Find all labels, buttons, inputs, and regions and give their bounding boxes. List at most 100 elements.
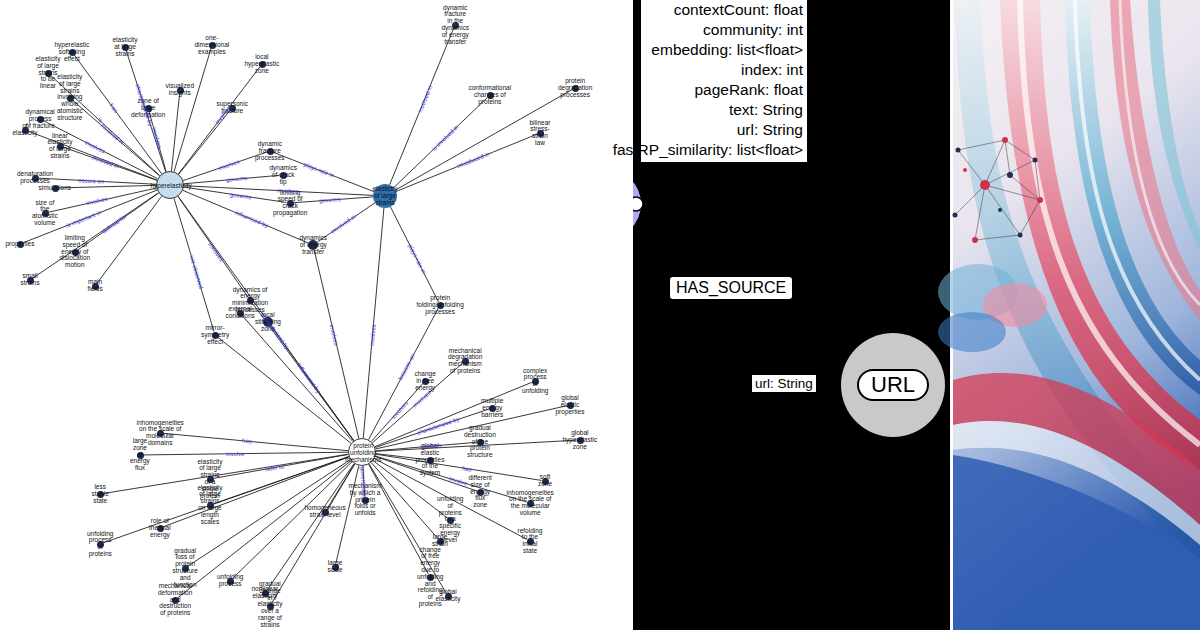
node-label: elasticity at large strains <box>113 37 138 57</box>
concept-node: bilinear stress-strain law <box>537 130 544 137</box>
property-line: community: int <box>703 20 803 40</box>
edge-label: involves <box>208 241 225 262</box>
concept-node: simulations <box>52 185 59 192</box>
node-label: large zone of energy flux <box>130 438 150 472</box>
concept-node: size of the atomistic volume <box>42 210 49 217</box>
concept-node: dynamic fracture in the dynamics of ener… <box>452 22 459 29</box>
relationship-label: HAS_SOURCE <box>670 277 792 299</box>
graph-edge <box>369 308 439 440</box>
concept-node: elasticity of large strains of a single … <box>207 476 214 483</box>
edge-label: introduced in <box>457 151 491 169</box>
concept-node: gradual destruction of the protein struc… <box>477 439 484 446</box>
concept-node: different size of energy flux zone <box>477 489 484 496</box>
concept-node: hyperelastic softening effect <box>69 49 76 56</box>
concept-node: linear elasticity of large strains <box>57 143 64 150</box>
concept-node: mechanical deformation and destruction o… <box>172 597 179 604</box>
concept-node: gradual loss of protein structure and fu… <box>182 565 189 572</box>
concept-node: conformational changes of proteins <box>487 92 494 99</box>
concept-node: mechanical degradation mechanism of prot… <box>462 358 469 365</box>
node-label: hyperelasticity <box>151 183 192 190</box>
edge-label: involves <box>329 323 340 345</box>
node-caption: URL <box>857 369 929 401</box>
edge-label: influenced by <box>235 210 270 229</box>
concept-node: limiting speed of crack propagation <box>287 200 294 207</box>
concept-node: refolding to the initial state <box>527 538 534 545</box>
network-link <box>1010 175 1040 200</box>
node-label: protein unfolding mechanisms <box>345 443 381 463</box>
node-label: change in free energy <box>415 371 436 391</box>
concept-node: global elastic properties <box>567 402 574 409</box>
graph-edge <box>363 208 384 438</box>
concept-node: properties <box>17 241 24 248</box>
concept-node: small strains <box>27 277 34 284</box>
node-label: global elasticity <box>436 589 461 603</box>
node-label: unfolding process of proteins <box>87 531 113 558</box>
node-label: mechanical degradation mechanism of prot… <box>448 348 482 375</box>
graph-edge <box>33 193 159 278</box>
graph-edge <box>390 207 438 302</box>
concept-node: one-dimensional examples <box>209 42 216 49</box>
concept-node: change in free energy <box>422 378 429 385</box>
node-label: soft zone <box>538 474 552 488</box>
edge-label: influenced by <box>296 362 322 394</box>
node-label: main fields <box>88 279 103 293</box>
concept-node: gradual change in elasticity over a rang… <box>267 603 274 610</box>
concept-node: dynamics of crack tip <box>280 172 287 179</box>
property-line: fastRP_similarity: list<float> <box>613 140 803 160</box>
property-label: url: String <box>752 375 816 392</box>
concept-node: unfolding process <box>227 578 234 585</box>
node-label: linear elasticity of large strains <box>48 133 73 160</box>
node-label: bilinear stress-strain law <box>530 120 551 147</box>
network-link <box>975 235 1020 240</box>
network-link <box>958 140 1005 150</box>
concept-node: main fields <box>92 283 99 290</box>
graph-edge <box>144 452 349 455</box>
graph-edge <box>174 48 211 171</box>
node-label: protein folding/unfolding processes <box>417 295 464 315</box>
wave-band <box>1148 0 1200 250</box>
node-label: large scale <box>328 560 343 574</box>
edge-label: characterized by <box>416 416 460 436</box>
edge-label: plays role in <box>303 161 335 178</box>
node-label: elasticity of large strains involving wh… <box>57 74 83 122</box>
node-label: conformational changes of proteins <box>469 85 512 105</box>
property-line: contextCount: float <box>674 0 803 20</box>
concept-node: visualized insights <box>177 87 184 94</box>
node-label: multiple energy barriers <box>481 398 503 418</box>
panel-separator <box>950 0 953 630</box>
concept-node: unfolding of proteins to a specific ener… <box>447 517 454 524</box>
node-label: gradual change in elasticity over a rang… <box>258 581 283 629</box>
node-label: size of the atomistic volume <box>32 200 58 227</box>
property-box: contextCount: floatcommunity: intembeddi… <box>641 0 807 162</box>
network-dot <box>963 168 967 172</box>
graph-edge <box>43 121 157 179</box>
node-label: small strains <box>21 273 40 287</box>
node-label: elasticity of large strains on large len… <box>198 485 223 526</box>
node-label: dynamics of energy transfer <box>300 235 327 255</box>
graph-edge <box>38 178 156 184</box>
node-label: homogeneous strain level <box>305 505 346 519</box>
node-label: visualized insights <box>166 83 195 97</box>
hub-node: hyperelasticity <box>156 171 184 199</box>
node-label: local hyperelastic zone <box>245 54 280 74</box>
node-label: dynamic fracture in the dynamics of ener… <box>442 5 469 46</box>
edge-label: governs <box>229 191 251 200</box>
network-link <box>955 185 985 215</box>
concept-node: homogeneous strain level <box>322 509 329 516</box>
graph-edge <box>272 464 355 603</box>
node-label: gradual destruction of the protein struc… <box>464 425 496 459</box>
edge-label: involves <box>277 187 299 194</box>
network-link <box>958 150 985 185</box>
network-dot <box>1033 158 1038 163</box>
property-line: embedding: list<float> <box>651 40 803 60</box>
concept-node: elasticity of large strains on large len… <box>207 502 214 509</box>
graph-edge <box>63 147 157 180</box>
color-cloud <box>938 312 1006 352</box>
graph-edge <box>183 152 266 180</box>
graph-edge <box>126 50 166 171</box>
edge-label: involves <box>151 127 163 150</box>
network-dot <box>1007 172 1013 178</box>
graph-edge <box>174 198 214 331</box>
concept-node: elasticity of large strains to be linear <box>45 70 52 77</box>
